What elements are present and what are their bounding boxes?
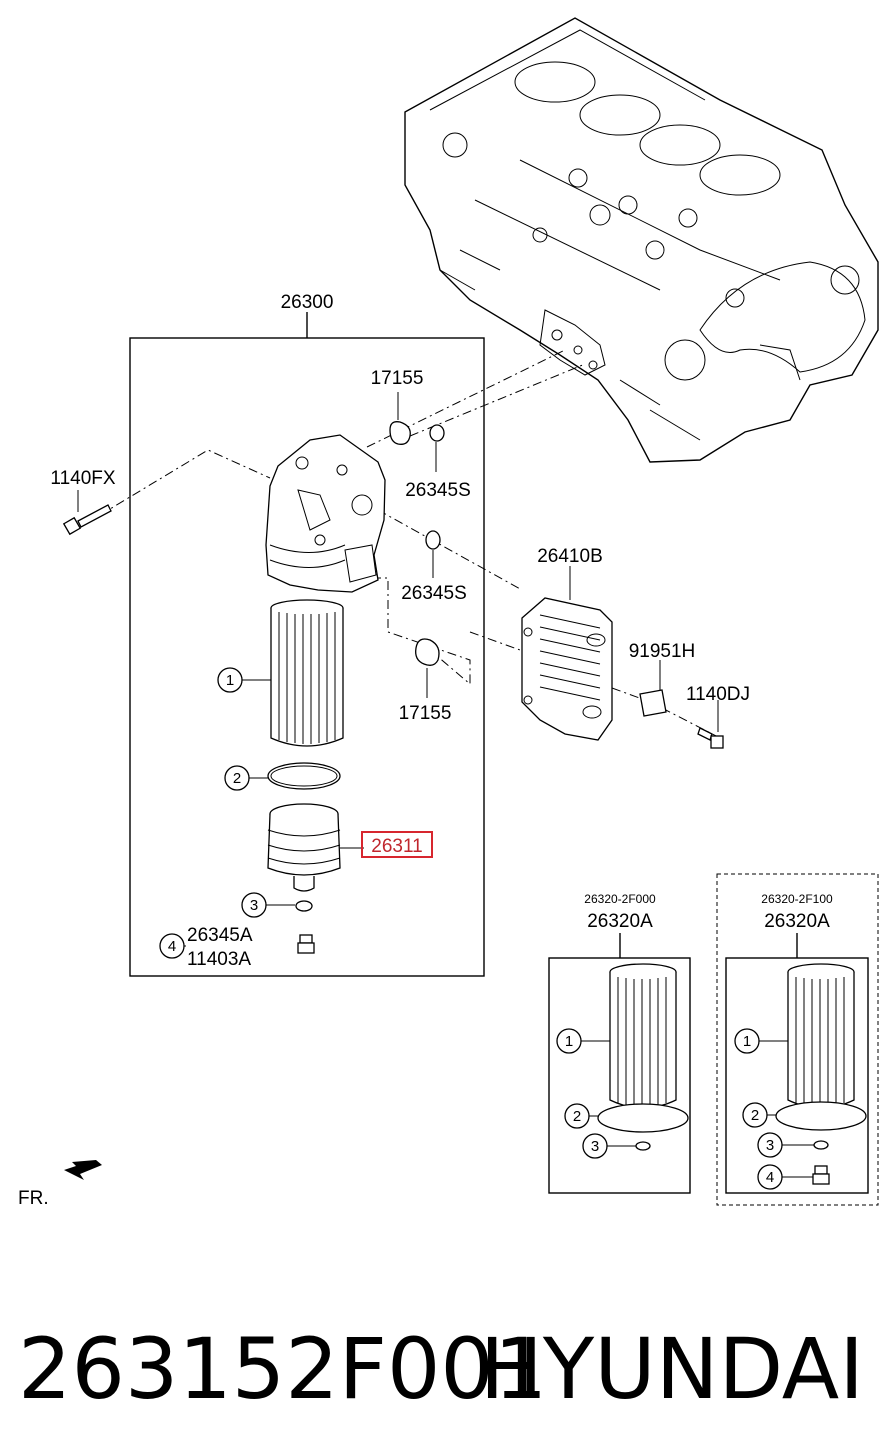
index-number: 1 [743,1033,751,1050]
index-marker [742,1102,768,1128]
oring-mid-drawing [425,530,441,550]
kit-filter-drawing [775,963,867,1185]
index-number: 4 [168,938,176,955]
index-marker [734,1028,760,1054]
oil-cooler-drawing [521,597,613,741]
index-marker [241,892,267,918]
index-number: 4 [766,1169,774,1186]
index-marker [224,765,250,791]
index-marker [582,1133,608,1159]
kit-box [725,957,869,1194]
small-oring-drawing [295,900,313,912]
footer-part-number: 263152F001 [18,1320,547,1418]
callout-cap-highlight[interactable]: 26311 [371,836,422,857]
assembly-guide-lines [99,349,721,739]
front-arrow-icon [64,1160,102,1180]
index-number: 3 [250,897,258,914]
kit-part: 26320A [764,911,830,932]
callout-seal-bottom: 17155 [399,703,452,724]
callout-drain-a: 26345A [187,925,253,946]
callout-cooler: 26410B [537,546,603,567]
callout-module: 26300 [281,292,334,313]
oil-filter-housing [265,434,386,593]
filter-oring-inner [270,765,338,787]
kit-dashed-frame [716,873,879,1206]
highlight-box [361,831,433,858]
callout-bolt-left: 1140FX [50,468,115,489]
index-number: 2 [751,1107,759,1124]
bolt-1140dj-drawing [697,727,724,749]
filter-oring-drawing [267,762,341,790]
seal-top-drawing [389,421,411,445]
index-number: 1 [226,672,234,689]
index-marker [757,1132,783,1158]
seal-bottom-drawing [415,638,440,666]
callout-oring-top: 26345S [405,480,471,501]
footer-brand: HYUNDAI [480,1320,864,1418]
index-number: 3 [591,1138,599,1155]
callout-drain-b: 11403A [187,949,251,970]
callout-seal-top: 17155 [371,368,424,389]
filter-cap-drawing [267,803,341,892]
engine-block-drawing [404,17,879,463]
bracket-drawing [639,689,667,717]
kit-code: 26320-2F100 [761,892,833,906]
index-marker [564,1103,590,1129]
callout-bolt-right: 1140DJ [686,684,750,705]
oring-top-drawing [429,424,445,442]
kit-part: 26320A [587,911,653,932]
filter-element-drawing [270,599,344,747]
bolt-1140fx-drawing [62,504,112,536]
index-number: 2 [573,1108,581,1125]
index-marker [217,667,243,693]
callout-bracket: 91951H [629,641,696,662]
index-number: 3 [766,1137,774,1154]
drain-plug-drawing [297,934,315,954]
kit-box [548,957,691,1194]
index-marker [556,1028,582,1054]
kit-code: 26320-2F000 [584,892,656,906]
index-number: 2 [233,770,241,787]
kit-filter-drawing [597,963,689,1151]
callout-oring-mid: 26345S [401,583,467,604]
index-number: 1 [565,1033,573,1050]
index-marker [757,1164,783,1190]
front-label: FR. [18,1188,49,1209]
